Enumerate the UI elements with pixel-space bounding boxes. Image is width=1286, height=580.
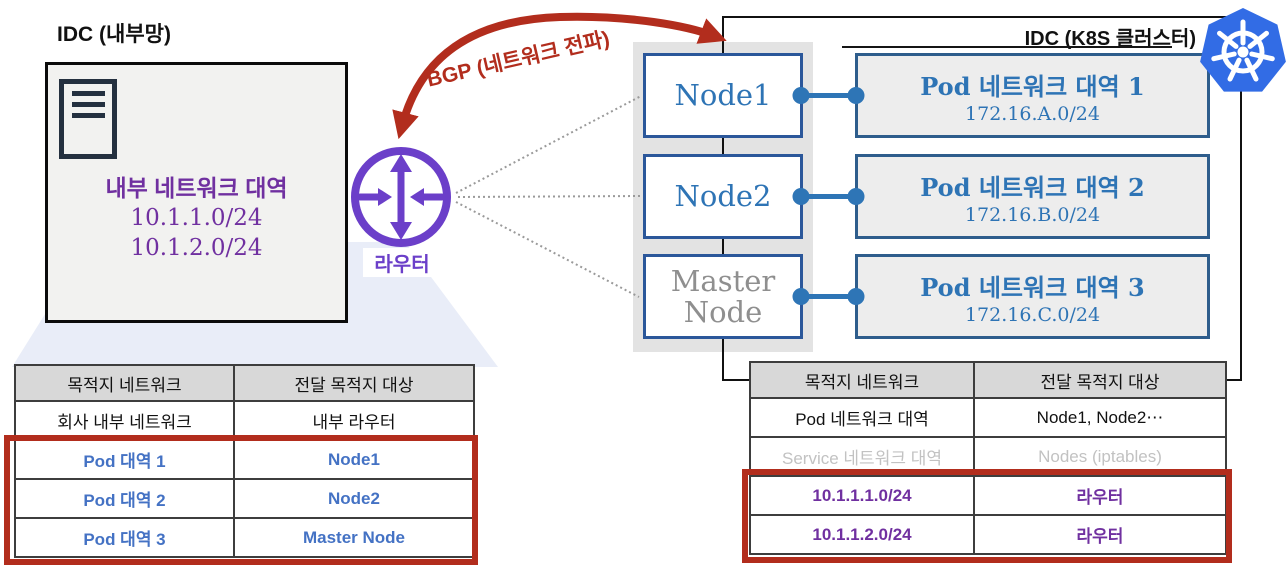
cell: 내부 라우터 — [233, 400, 475, 441]
pod-1-label: Pod 네트워크 대역 1 — [920, 71, 1145, 101]
internal-band-label: 내부 네트워크 대역 — [105, 175, 288, 201]
k8s-cluster-title: IDC (K8S 클러스터) — [1024, 28, 1196, 50]
k8s-title-underline — [842, 46, 1172, 48]
cell: Nodes (iptables) — [973, 436, 1227, 477]
node-box-1: Node1 — [643, 53, 803, 138]
pod-3-cidr: 172.16.C.0/24 — [964, 303, 1101, 326]
table-header-row: 목적지 네트워크 전달 목적지 대상 — [749, 361, 1227, 399]
internal-network-info: 내부 네트워크 대역 10.1.1.0/24 10.1.2.0/24 — [48, 173, 345, 263]
master-node-label: Master Node — [670, 264, 776, 329]
table-row: Pod 대역 3 Master Node — [14, 517, 475, 558]
pod-network-box-3: Pod 네트워크 대역 3 172.16.C.0/24 — [855, 254, 1210, 339]
pod-2-cidr: 172.16.B.0/24 — [964, 203, 1101, 226]
cell: Node2 — [233, 478, 475, 519]
master-node-box: Master Node — [643, 254, 803, 339]
router-icon — [351, 147, 451, 247]
document-icon — [59, 79, 117, 159]
cell: Pod 대역 2 — [14, 478, 235, 519]
cell: Master Node — [233, 517, 475, 558]
pod-2-label: Pod 네트워크 대역 2 — [920, 172, 1145, 202]
cell: Node1 — [233, 439, 475, 480]
internal-idc-title: IDC (내부망) — [57, 23, 171, 46]
cell: Pod 대역 1 — [14, 439, 235, 480]
routing-table-internal: 목적지 네트워크 전달 목적지 대상 회사 내부 네트워크 내부 라우터 Pod… — [14, 364, 475, 558]
table-row: 회사 내부 네트워크 내부 라우터 — [14, 400, 475, 441]
internal-cidr-1: 10.1.1.0/24 — [130, 205, 263, 231]
table-row: Pod 대역 1 Node1 — [14, 439, 475, 480]
cell: Service 네트워크 대역 — [749, 436, 975, 477]
cell: Pod 대역 3 — [14, 517, 235, 558]
pod-network-box-1: Pod 네트워크 대역 1 172.16.A.0/24 — [855, 53, 1210, 138]
table-header-row: 목적지 네트워크 전달 목적지 대상 — [14, 364, 475, 402]
cell: 회사 내부 네트워크 — [14, 400, 235, 441]
header-forward-target: 전달 목적지 대상 — [233, 364, 475, 402]
node-box-2: Node2 — [643, 154, 803, 239]
router-node-dotted-links — [455, 95, 642, 298]
table-row: 10.1.1.2.0/24 라우터 — [749, 514, 1227, 555]
internal-cidr-2: 10.1.2.0/24 — [130, 235, 263, 261]
cell: 라우터 — [973, 514, 1227, 555]
pod-network-box-2: Pod 네트워크 대역 2 172.16.B.0/24 — [855, 154, 1210, 239]
router-label: 라우터 — [363, 248, 441, 277]
cell: Pod 네트워크 대역 — [749, 397, 975, 438]
cell: 10.1.1.2.0/24 — [749, 514, 975, 555]
header-forward-target: 전달 목적지 대상 — [973, 361, 1227, 399]
cell: Node1, Node2⋯ — [973, 397, 1227, 438]
node-1-label: Node1 — [674, 78, 772, 113]
header-dest-network: 목적지 네트워크 — [14, 364, 235, 402]
node-2-label: Node2 — [674, 179, 772, 214]
table-row: Pod 네트워크 대역 Node1, Node2⋯ — [749, 397, 1227, 438]
cell: 10.1.1.1.0/24 — [749, 475, 975, 516]
table-row: Service 네트워크 대역 Nodes (iptables) — [749, 436, 1227, 477]
bgp-label: BGP (네트워크 전파) — [424, 27, 612, 92]
cell: 라우터 — [973, 475, 1227, 516]
pod-1-cidr: 172.16.A.0/24 — [965, 102, 1100, 125]
pod-3-label: Pod 네트워크 대역 3 — [920, 272, 1145, 302]
table-row: 10.1.1.1.0/24 라우터 — [749, 475, 1227, 516]
internal-network-box: 내부 네트워크 대역 10.1.1.0/24 10.1.2.0/24 — [45, 62, 348, 323]
header-dest-network: 목적지 네트워크 — [749, 361, 975, 399]
routing-table-k8s: 목적지 네트워크 전달 목적지 대상 Pod 네트워크 대역 Node1, No… — [749, 361, 1227, 555]
table-row: Pod 대역 2 Node2 — [14, 478, 475, 519]
